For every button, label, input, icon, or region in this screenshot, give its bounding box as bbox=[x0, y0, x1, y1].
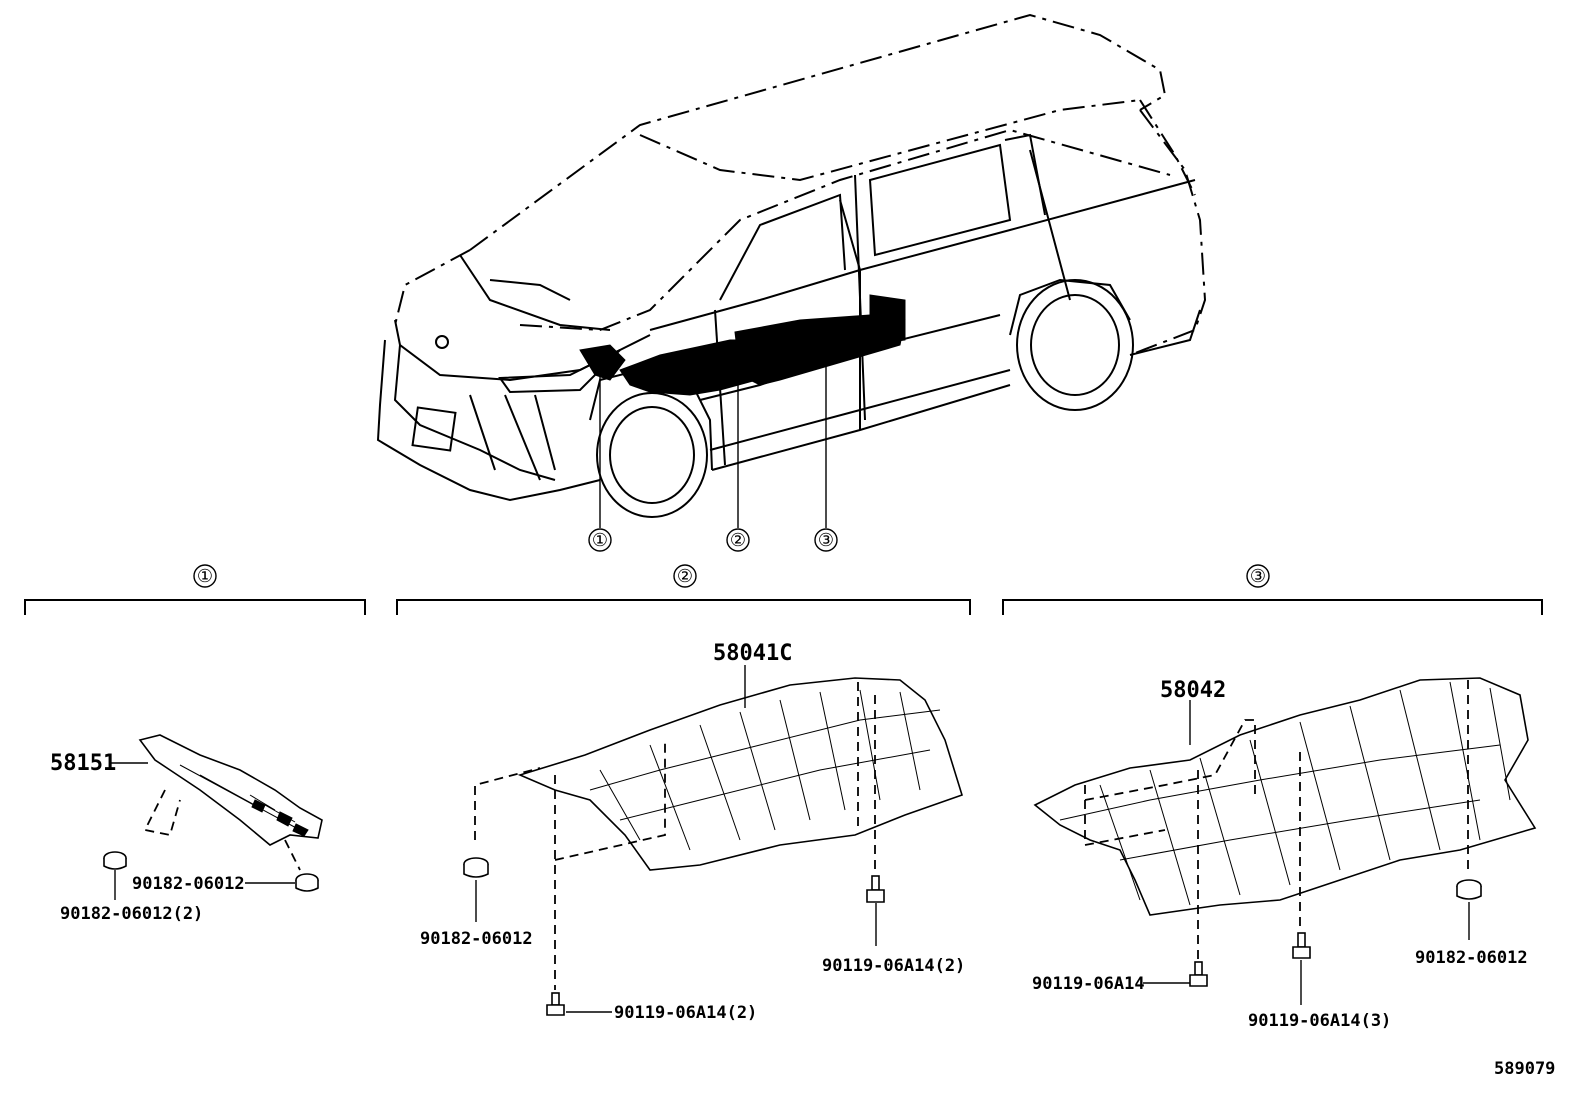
section-2-header: ② bbox=[396, 564, 971, 615]
vehicle-callout-3: ③ bbox=[814, 528, 838, 552]
vehicle-callout-2: ② bbox=[726, 528, 750, 552]
nut-icon bbox=[1456, 879, 1482, 900]
nut-icon bbox=[103, 851, 127, 870]
section-1-parts: 58151 90182-06012(2) 90182-06012 bbox=[50, 734, 323, 924]
nut-icon bbox=[463, 857, 489, 878]
bolt-icon bbox=[546, 992, 565, 1016]
bolt-icon bbox=[866, 875, 885, 903]
part-58041C-shape bbox=[517, 677, 963, 871]
part-label-90119-06A14-s3: 90119-06A14 bbox=[1032, 974, 1145, 994]
svg-text:②: ② bbox=[730, 530, 746, 551]
svg-text:①: ① bbox=[592, 530, 608, 551]
part-58042-shape bbox=[1033, 677, 1537, 916]
svg-text:③: ③ bbox=[1250, 566, 1266, 587]
vehicle-callout-1: ① bbox=[588, 528, 612, 552]
svg-text:③: ③ bbox=[818, 530, 834, 551]
part-label-58042: 58042 bbox=[1160, 678, 1226, 703]
svg-text:①: ① bbox=[197, 566, 213, 587]
vehicle-illustration bbox=[376, 13, 1207, 528]
bolt-icon bbox=[1292, 932, 1311, 959]
part-label-90182-06012-s2: 90182-06012 bbox=[420, 929, 533, 949]
section-3-parts: 58042 90119-06A14 90119-06A14(3) 90182-0… bbox=[1032, 677, 1537, 1031]
section-2-parts: 58041C 90182-06012 90119-06A14(2) 90119-… bbox=[420, 641, 965, 1023]
part-label-58041C: 58041C bbox=[713, 641, 792, 666]
part-label-90119-06A14-3: 90119-06A14(3) bbox=[1248, 1011, 1391, 1031]
part-label-90182-06012: 90182-06012 bbox=[132, 874, 245, 894]
part-label-90119-06A14-2-lower: 90119-06A14(2) bbox=[614, 1003, 757, 1023]
section-3-header: ③ bbox=[1002, 564, 1543, 615]
diagram-id: 589079 bbox=[1494, 1059, 1555, 1079]
part-label-58151: 58151 bbox=[50, 751, 116, 776]
section-1-header: ① bbox=[24, 564, 366, 615]
part-label-90182-06012-s3: 90182-06012 bbox=[1415, 948, 1528, 968]
part-label-90119-06A14-2-right: 90119-06A14(2) bbox=[822, 956, 965, 976]
bolt-icon bbox=[1189, 961, 1208, 987]
svg-text:②: ② bbox=[677, 566, 693, 587]
part-label-90182-06012-2: 90182-06012(2) bbox=[60, 904, 203, 924]
nut-icon bbox=[295, 873, 319, 892]
